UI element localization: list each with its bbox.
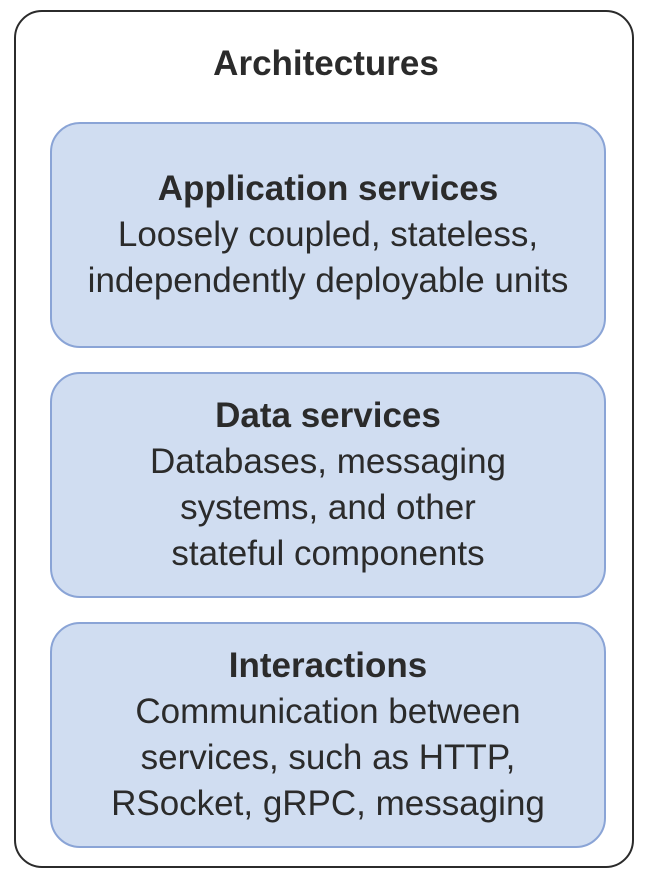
data-services-box: Data services Databases, messaging syste… <box>50 372 606 598</box>
data-services-heading: Data services <box>215 396 441 435</box>
application-services-heading: Application services <box>157 169 499 208</box>
application-services-line-1: Loosely coupled, stateless, <box>117 215 539 254</box>
application-services-line-2: independently deployable units <box>87 261 569 300</box>
data-services-line-2: systems, and other <box>180 488 476 527</box>
data-services-line-1: Databases, messaging <box>149 442 507 481</box>
interactions-line-1: Communication between <box>135 692 521 731</box>
interactions-heading: Interactions <box>228 646 428 685</box>
interactions-box: Interactions Communication between servi… <box>50 622 606 848</box>
interactions-line-2: services, such as HTTP, <box>140 738 516 777</box>
data-services-line-3: stateful components <box>171 534 485 573</box>
application-services-box: Application services Loosely coupled, st… <box>50 122 606 348</box>
architectures-container: Architectures Application services Loose… <box>14 10 634 868</box>
interactions-line-3: RSocket, gRPC, messaging <box>111 784 545 823</box>
diagram-title: Architectures <box>213 44 439 83</box>
